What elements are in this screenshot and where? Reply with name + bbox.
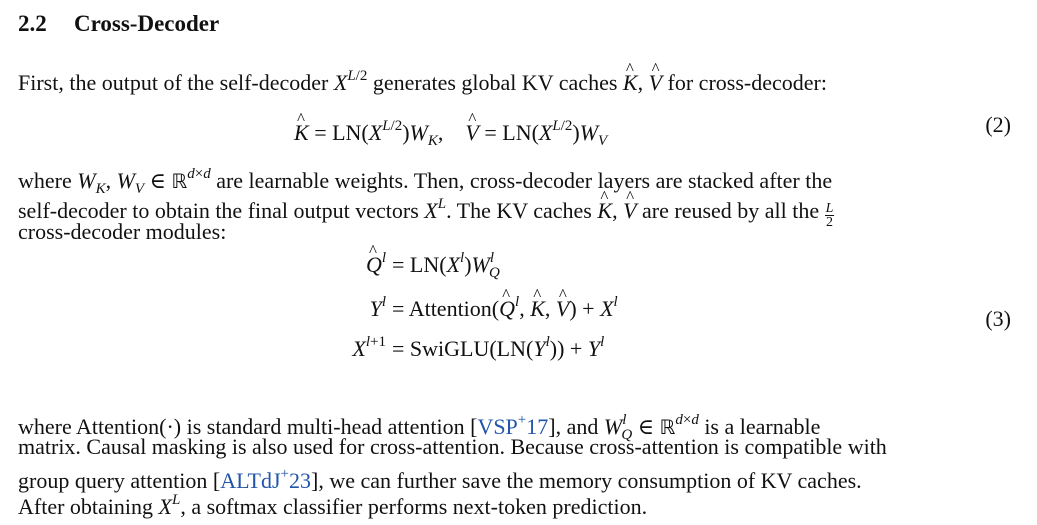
section-number: 2.2 xyxy=(18,11,47,36)
citation-vsp17[interactable]: VSP+17 xyxy=(477,412,549,439)
equation-3-number: (3) xyxy=(985,306,1011,331)
paragraph-2-line-2: self-decoder to obtain the final output … xyxy=(18,183,835,230)
paragraph-3-line-3: group query attention [ALTdJ+23], we can… xyxy=(18,466,862,493)
paragraph-3-line-2: matrix. Causal masking is also used for … xyxy=(18,434,887,459)
paragraph-2-line-1: where WK, WV ∈ ℝd×d are learnable weight… xyxy=(18,166,833,197)
paragraph-3-line-1: where Attention(·) is standard multi-hea… xyxy=(18,412,821,443)
citation-altdj23[interactable]: ALTdJ+23 xyxy=(220,466,312,493)
equation-2-number: (2) xyxy=(985,112,1011,137)
paragraph-2-line-3: cross-decoder modules: xyxy=(18,219,227,244)
paragraph-3-line-4: After obtaining XL, a softmax classifier… xyxy=(18,492,648,519)
section-heading: 2.2 Cross-Decoder xyxy=(18,11,219,37)
equation-2: K = LN(XL/2)WK, V = LN(XL/2)WV xyxy=(294,105,607,155)
paragraph-1: First, the output of the self-decoder XL… xyxy=(18,55,827,97)
section-title: Cross-Decoder xyxy=(74,11,220,36)
